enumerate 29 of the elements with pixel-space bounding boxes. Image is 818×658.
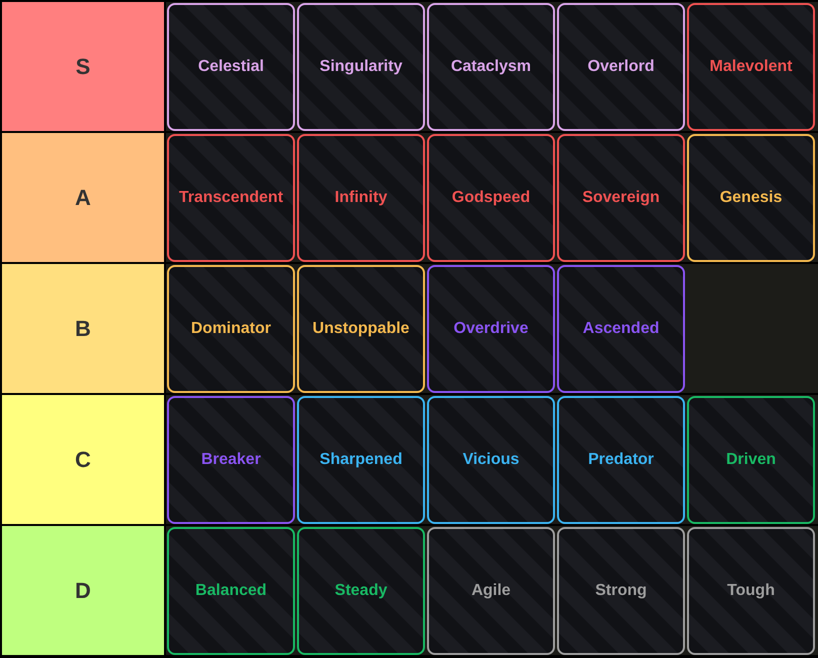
item-tile: Overlord xyxy=(557,3,685,131)
item-tile: Tough xyxy=(687,527,815,655)
item-tile: Steady xyxy=(297,527,425,655)
tier-label: A xyxy=(2,133,164,262)
item-tile: Dominator xyxy=(167,265,295,393)
item-tile: Balanced xyxy=(167,527,295,655)
item-tile: Strong xyxy=(557,527,685,655)
tier-label: S xyxy=(2,2,164,131)
item-tile: Sharpened xyxy=(297,396,425,524)
tier-label: C xyxy=(2,395,164,524)
tier-label: B xyxy=(2,264,164,393)
item-tile: Celestial xyxy=(167,3,295,131)
item-tile: Godspeed xyxy=(427,134,555,262)
item-tile: Genesis xyxy=(687,134,815,262)
item-tile: Predator xyxy=(557,396,685,524)
item-tile: Overdrive xyxy=(427,265,555,393)
item-tile: Transcendent xyxy=(167,134,295,262)
item-tile: Vicious xyxy=(427,396,555,524)
item-tile: Singularity xyxy=(297,3,425,131)
item-tile: Unstoppable xyxy=(297,265,425,393)
item-tile: Infinity xyxy=(297,134,425,262)
tier-label: D xyxy=(2,526,164,655)
item-tile: Agile xyxy=(427,527,555,655)
item-tile: Cataclysm xyxy=(427,3,555,131)
item-tile: Sovereign xyxy=(557,134,685,262)
item-tile: Driven xyxy=(687,396,815,524)
item-tile: Ascended xyxy=(557,265,685,393)
item-tile: Breaker xyxy=(167,396,295,524)
item-tile: Malevolent xyxy=(687,3,815,131)
